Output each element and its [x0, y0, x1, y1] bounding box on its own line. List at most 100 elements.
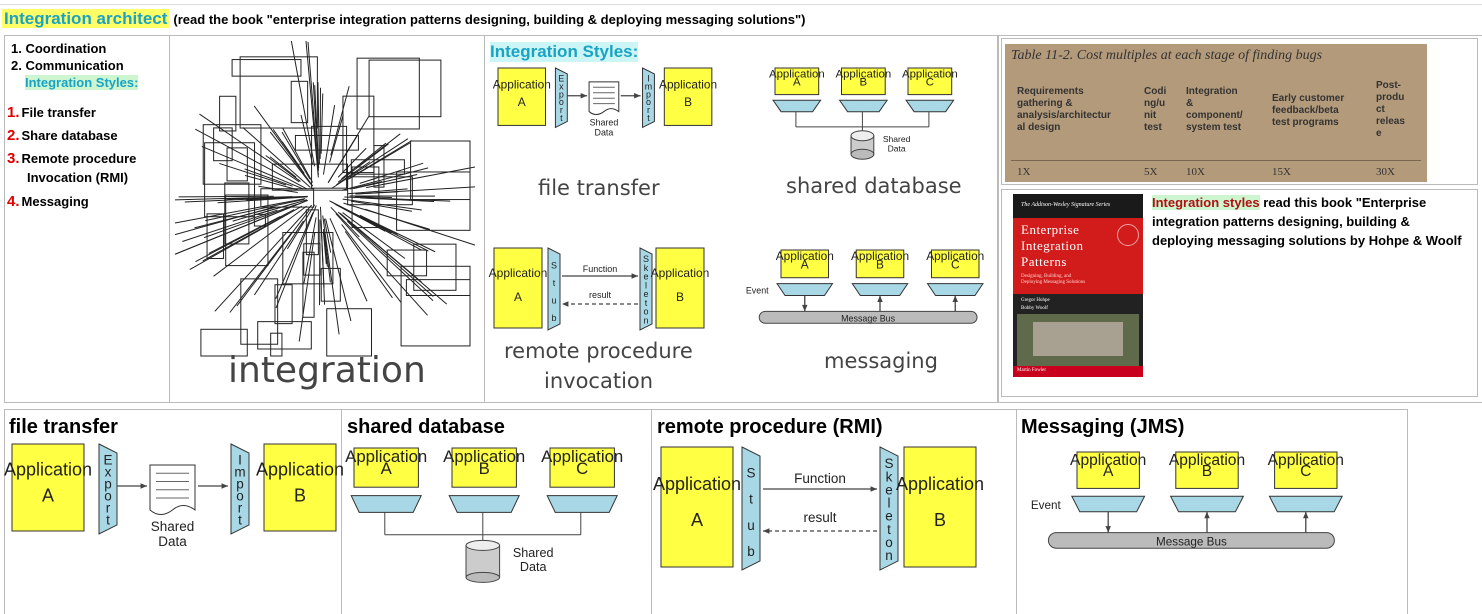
wireframe-line — [341, 167, 429, 191]
wireframe-line — [348, 142, 411, 180]
wireframe-line — [354, 196, 392, 199]
wireframe-box — [302, 251, 315, 318]
wireframe-line — [347, 188, 408, 195]
wireframe-box — [226, 147, 248, 182]
integration-wireframe-image — [174, 40, 476, 357]
wireframe-line — [343, 202, 431, 230]
wireframe-line — [219, 162, 287, 186]
wireframe-line — [300, 114, 314, 165]
bottom-file-transfer-heading: file transfer — [9, 416, 118, 438]
wireframe-line — [298, 232, 316, 342]
outline-list: 1. Coordination 2. Communication Integra… — [11, 40, 139, 91]
wireframe-box — [368, 59, 442, 118]
wireframe-box — [206, 213, 225, 259]
wireframe-line — [269, 131, 312, 185]
table-cell: 15X — [1272, 166, 1291, 178]
bottom-rpc-heading: remote procedure (RMI) — [657, 416, 883, 438]
table-cell: 1X — [1017, 166, 1031, 178]
wireframe-line — [202, 213, 289, 262]
wireframe-line — [329, 218, 368, 302]
wireframe-line — [269, 156, 297, 178]
book-foreword: Martin Fowler — [1017, 368, 1047, 373]
wireframe-line — [281, 131, 311, 180]
wireframe-line — [320, 93, 324, 154]
integration-image-cell: integration — [169, 35, 485, 403]
wireframe-line — [327, 115, 370, 183]
wireframe-box — [231, 59, 302, 77]
wireframe-box — [225, 194, 269, 267]
wireframe-line — [244, 168, 293, 187]
style-item: 1.File transfer — [7, 104, 96, 121]
wireframe-line — [217, 196, 308, 204]
styles-heading: Integration Styles: — [25, 75, 139, 90]
top-divider — [0, 4, 1482, 5]
wireframe-box — [350, 159, 405, 175]
wireframe-line — [203, 203, 297, 239]
caption-rpc-line1: remote procedure — [504, 339, 693, 363]
wireframe-line — [325, 218, 352, 322]
wireframe-box — [213, 127, 233, 162]
table-rule — [1011, 160, 1421, 161]
wireframe-box — [405, 279, 471, 296]
right-cell — [998, 35, 1482, 403]
wireframe-box — [351, 166, 380, 229]
wireframe-box — [260, 188, 315, 208]
wireframe-line — [201, 145, 304, 190]
book-series: The Addison-Wesley Signature Series — [1021, 202, 1111, 208]
wireframe-box — [219, 95, 237, 132]
wireframe-line — [253, 220, 304, 296]
style-item: 4.Messaging — [7, 193, 89, 210]
wireframe-box — [303, 243, 321, 276]
wireframe-line — [335, 213, 428, 316]
style-item: 2.Share database — [7, 127, 118, 144]
wireframe-box — [326, 308, 373, 357]
book-subtitle: Designing, Building, and — [1021, 274, 1072, 279]
wireframe-line — [236, 210, 310, 307]
wireframe-box — [202, 124, 262, 185]
wireframe-box — [271, 163, 348, 191]
wireframe-box — [311, 125, 348, 189]
bottom-file-transfer-cell — [4, 409, 342, 614]
wireframe-line — [199, 113, 300, 183]
wireframe-line — [303, 217, 317, 284]
book-description-text: read this book "Enterprise integration p… — [1152, 195, 1462, 248]
style-item: 3.Remote procedure — [7, 150, 137, 167]
wireframe-line — [335, 204, 386, 232]
caption-rpc-line2: invocation — [544, 369, 654, 393]
wireframe-line — [258, 185, 298, 193]
wireframe-box — [386, 249, 428, 277]
bottom-messaging-heading: Messaging (JMS) — [1021, 416, 1185, 438]
wireframe-box — [204, 142, 256, 218]
bottom-shared-db-heading: shared database — [347, 416, 505, 438]
book-description: Integration styles read this book "Enter… — [1152, 193, 1472, 250]
wireframe-line — [346, 220, 434, 301]
wireframe-line — [319, 206, 325, 288]
wireframe-line — [330, 86, 350, 156]
book-frame — [1001, 189, 1478, 397]
wireframe-box — [200, 328, 248, 357]
wireframe-line — [244, 174, 298, 191]
wireframe-box — [224, 182, 250, 245]
style-item: Invocation (RMI) — [27, 170, 129, 185]
cost-table-caption: Table 11-2. Cost multiples at each stage… — [1011, 48, 1323, 63]
caption-shared-database: shared database — [786, 174, 962, 198]
styles-list: 1.File transfer 2.Share database 3.Remot… — [7, 104, 136, 213]
wireframe-box — [253, 213, 266, 227]
bottom-shared-db-cell — [341, 409, 652, 614]
wireframe-box — [320, 267, 341, 302]
book-description-highlight: Integration styles — [1152, 195, 1260, 210]
wireframe-line — [322, 231, 327, 265]
wireframe-box — [290, 80, 309, 124]
integration-caption: integration — [228, 350, 426, 391]
bottom-rpc-cell — [651, 409, 1017, 614]
wireframe-line — [322, 105, 336, 175]
table-header: Integration&component/system test — [1186, 86, 1243, 133]
wireframe-box — [282, 232, 334, 285]
wireframe-line — [356, 191, 399, 195]
seal-icon — [1117, 224, 1139, 246]
wireframe-line — [331, 138, 409, 189]
table-cell: 10X — [1186, 166, 1205, 178]
